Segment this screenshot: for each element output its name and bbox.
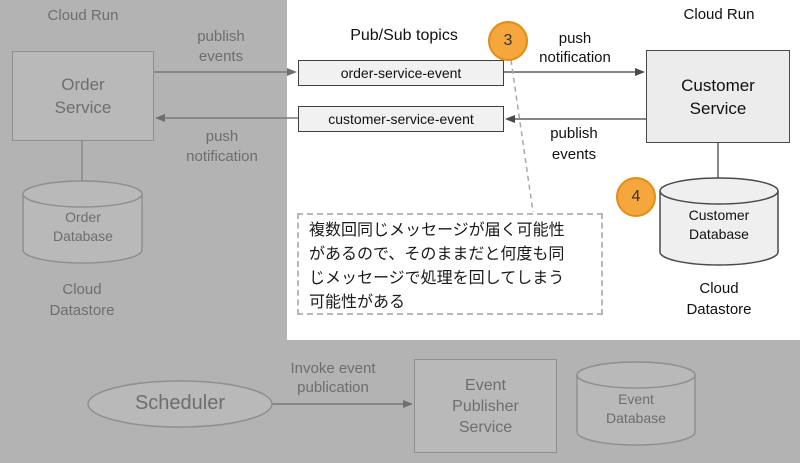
push-notification-label-left: push notification bbox=[186, 128, 258, 165]
cloud-datastore-label-right: Cloud Datastore bbox=[686, 280, 752, 318]
cloud-run-label-left: Cloud Run bbox=[47, 7, 119, 24]
step-badge-4-number: 4 bbox=[631, 188, 641, 205]
order-service-label: Order Service bbox=[54, 75, 112, 117]
annotation-note: 複数回同じメッセージが届く可能性 があるので、そのままだと何度も同 じメッセージ… bbox=[297, 213, 603, 315]
push-notification-label-right: push notification bbox=[539, 30, 611, 66]
cloud-datastore-label-left: Cloud Datastore bbox=[49, 281, 115, 319]
event-publisher-service-label: Event Publisher Service bbox=[452, 376, 519, 436]
customer-database-label: Customer Database bbox=[688, 207, 750, 242]
publish-events-label-left: publish events bbox=[197, 28, 245, 65]
invoke-publication-label: Invoke event publication bbox=[290, 360, 376, 396]
step-badge-3-number: 3 bbox=[503, 32, 513, 49]
note-line: があるので、そのままだと何度も同 bbox=[309, 246, 565, 263]
step-badge-3: 3 bbox=[488, 21, 528, 61]
step-badge-4: 4 bbox=[616, 177, 656, 217]
publish-events-label-right: publish events bbox=[550, 125, 598, 163]
customer-service-label: Customer Service bbox=[681, 75, 755, 118]
note-line: 複数回同じメッセージが届く可能性 bbox=[309, 222, 565, 239]
order-database-label: Order Database bbox=[53, 209, 113, 244]
order-service-box: Order Service bbox=[12, 51, 154, 141]
note-line: じメッセージで処理を回してしまう bbox=[309, 270, 565, 287]
event-publisher-service-box: Event Publisher Service bbox=[414, 359, 557, 453]
topic-customer-label: customer-service-event bbox=[328, 111, 474, 127]
customer-service-box: Customer Service bbox=[646, 50, 790, 143]
cloud-run-label-right: Cloud Run bbox=[683, 6, 755, 23]
event-database-label: Event Database bbox=[606, 391, 666, 426]
scheduler-label: Scheduler bbox=[134, 392, 226, 414]
topic-customer-service-event: customer-service-event bbox=[298, 106, 504, 132]
topic-order-label: order-service-event bbox=[340, 65, 462, 81]
note-line: 可能性がある bbox=[309, 294, 406, 311]
topic-order-service-event: order-service-event bbox=[298, 60, 504, 86]
pubsub-title: Pub/Sub topics bbox=[350, 27, 458, 44]
